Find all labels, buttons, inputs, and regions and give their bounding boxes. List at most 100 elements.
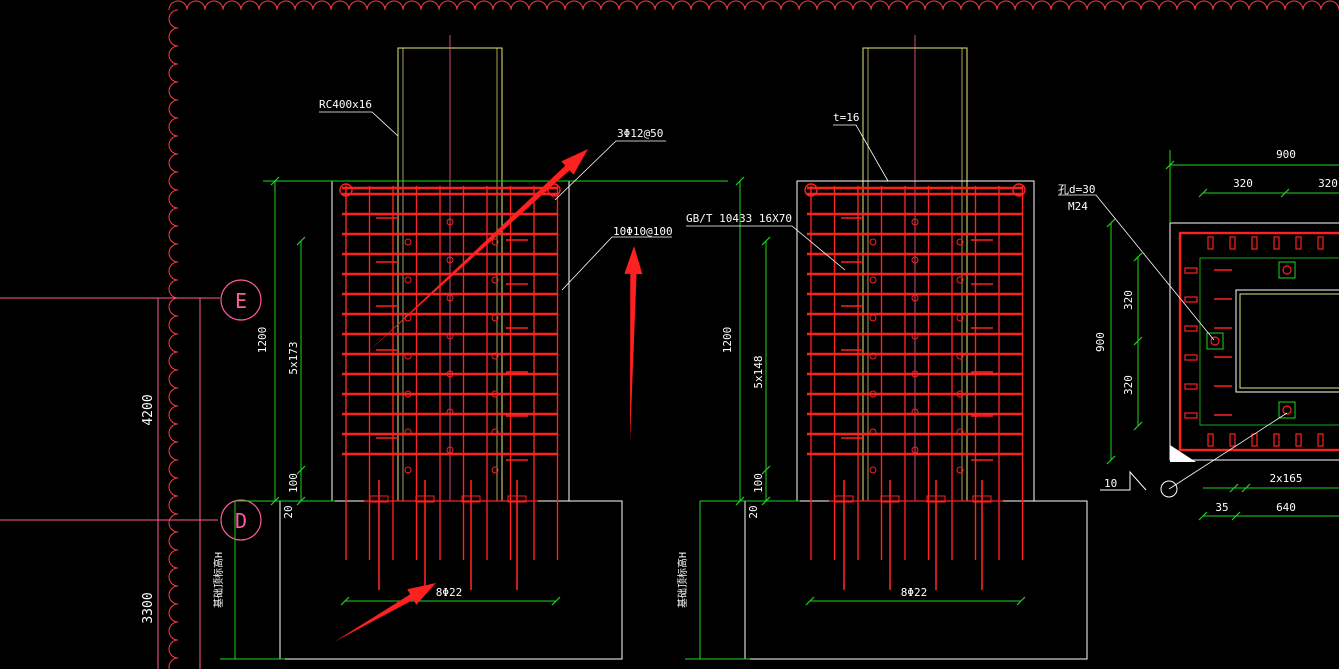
dim-20-b: 20 — [747, 505, 760, 518]
stud-head — [404, 352, 412, 360]
dim-height-a: 1200 — [256, 327, 269, 354]
stud-head — [956, 314, 964, 322]
dim-tick — [1229, 483, 1239, 493]
annotation-arrows — [334, 149, 643, 642]
stud-head — [911, 370, 919, 378]
leader-stirrup-a — [561, 236, 672, 291]
leader-stirrup-top-a — [554, 140, 666, 201]
label-base-elev-a: 基础顶标高H — [212, 552, 225, 608]
stud-head — [869, 352, 877, 360]
label-thickness-b: t=16 — [833, 111, 860, 124]
grid-dim-3300: 3300 — [141, 592, 156, 623]
dim-spacing-b: 5x148 — [752, 355, 765, 388]
plan-bar-left — [1184, 383, 1198, 390]
stud-head — [911, 446, 919, 454]
stud-head — [446, 446, 454, 454]
stud-head — [404, 390, 412, 398]
stud-head — [956, 466, 964, 474]
stud-head — [404, 428, 412, 436]
plan-dim-bottom-a: 2x165 — [1269, 472, 1302, 485]
rebar-cage-b — [804, 183, 1026, 590]
plan-dim-left-a: 320 — [1122, 290, 1135, 310]
plan-encasement — [1169, 222, 1339, 461]
dim-tick — [1016, 596, 1026, 606]
dim-bottom-b: 100 — [752, 473, 765, 493]
weld-symbol-flag — [1100, 470, 1147, 491]
leader-lines — [319, 111, 1288, 490]
footing-a — [279, 500, 623, 660]
weld-symbol-circle — [1160, 480, 1178, 498]
dim-tick — [735, 176, 745, 186]
plan-label-weld: 10 — [1104, 477, 1117, 490]
dim-tick — [1133, 252, 1143, 262]
arrow-stirrup-top — [368, 149, 588, 352]
dim-tick — [1106, 455, 1116, 465]
stud-head — [491, 428, 499, 436]
leader-thickness-b — [833, 124, 889, 182]
stud-head — [911, 332, 919, 340]
dim-tick — [1133, 336, 1143, 346]
plan-bar-left — [1184, 325, 1198, 332]
label-stirrup-a: 10Φ10@100 — [613, 225, 673, 238]
stud-head — [869, 390, 877, 398]
stud-head — [491, 276, 499, 284]
plan-bar-top — [1295, 236, 1302, 250]
plan-bar-top — [1207, 236, 1214, 250]
bolt-nut — [461, 495, 481, 503]
plan-dim-left-total: 900 — [1094, 332, 1107, 352]
plan-rebar — [1100, 222, 1339, 498]
plan-bar-bottom — [1251, 433, 1258, 447]
stud-head — [446, 256, 454, 264]
plan-bolt-hole — [1206, 332, 1224, 350]
label-stud-b: GB/T 10433 16X70 — [686, 212, 792, 225]
plan-dim-bottom-b: 640 — [1276, 501, 1296, 514]
grid-axes: E D 4200 3300 — [0, 279, 262, 669]
bolt-nut — [507, 495, 527, 503]
arrow-bars — [334, 583, 436, 642]
plan-bar-bottom — [1207, 433, 1214, 447]
dim-tick — [805, 596, 815, 606]
stud-head — [491, 238, 499, 246]
stud-head — [404, 238, 412, 246]
axis-bubble-d — [220, 499, 262, 541]
stud-head — [911, 408, 919, 416]
plan-bolt-hole — [1278, 261, 1296, 279]
bolt-nut — [369, 495, 389, 503]
stud-head — [491, 352, 499, 360]
weld-symbol-fill — [1170, 445, 1196, 462]
plan-bar-left — [1184, 267, 1198, 274]
leader-weld — [1168, 412, 1288, 490]
grid-dim-4200: 4200 — [141, 394, 156, 425]
dim-tick — [761, 236, 771, 246]
bolt-nut — [834, 495, 854, 503]
stud-head — [911, 256, 919, 264]
dim-tick — [551, 596, 561, 606]
label-bars-b: 8Φ22 — [901, 586, 928, 599]
stud-head — [446, 332, 454, 340]
stud-head — [404, 466, 412, 474]
stud-head — [956, 428, 964, 436]
arrow-stirrup — [624, 246, 643, 442]
plan-bar-bottom — [1317, 433, 1324, 447]
axis-label-d: D — [235, 509, 247, 533]
plan-bar-bottom — [1295, 433, 1302, 447]
dim-bottom-a: 100 — [287, 473, 300, 493]
plan-dim-top-b: 320 — [1318, 177, 1338, 190]
stud-head — [446, 218, 454, 226]
revision-cloud — [168, 0, 1339, 669]
dim-tick — [1106, 218, 1116, 228]
detail-a: RC400x16 3Φ12@50 10Φ10@100 1200 5x173 10… — [212, 35, 673, 660]
detail-b: t=16 GB/T 10433 16X70 1200 5x148 100 20 … — [676, 35, 1088, 660]
dim-height-b: 1200 — [721, 327, 734, 354]
plan-bar-left — [1184, 354, 1198, 361]
corner-hook — [339, 183, 353, 197]
stud-head — [404, 276, 412, 284]
stud-head — [869, 238, 877, 246]
leader-hole — [1058, 194, 1215, 341]
stud-head — [446, 370, 454, 378]
plan-label-hole: 孔d=30 — [1058, 183, 1096, 196]
plan-dim-bottom-c: 35 — [1215, 501, 1228, 514]
plan-base-plate — [1199, 257, 1339, 426]
stud-head — [956, 238, 964, 246]
